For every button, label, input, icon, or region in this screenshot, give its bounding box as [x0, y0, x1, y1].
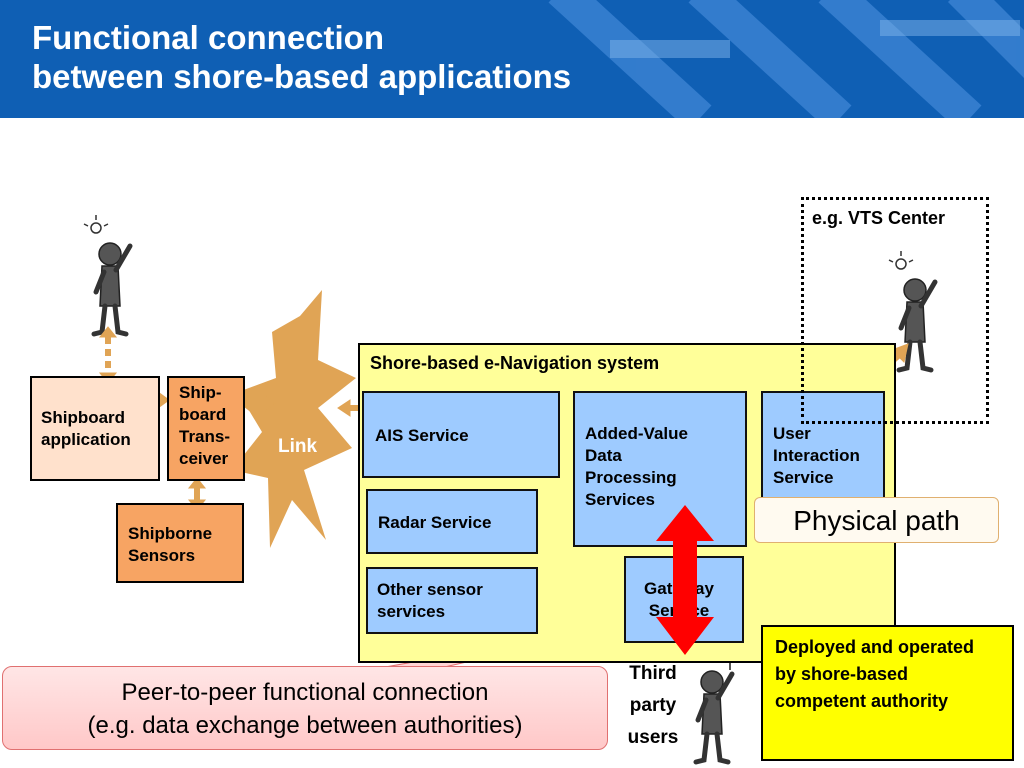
vts-center-frame [801, 197, 989, 424]
ship-user-figure [84, 215, 130, 334]
deployed-callout: Deployed and operated by shore-based com… [761, 625, 1014, 761]
user-interaction-service-box: User Interaction Service [761, 391, 885, 517]
shore-system-title: Shore-based e-Navigation system [370, 353, 660, 373]
link-starburst [232, 290, 356, 548]
page-title: Functional connection between shore-base… [32, 18, 571, 96]
title-line-2: between shore-based applications [32, 58, 572, 95]
title-banner: Functional connection between shore-base… [0, 0, 1024, 118]
physical-path-callout: Physical path [754, 497, 999, 543]
transceiver-label: Ship-board Trans-ceiver [179, 383, 231, 468]
shipborne-sensors-box: Shipborne Sensors [116, 503, 244, 583]
ais-service-box: AIS Service [362, 391, 560, 478]
added-value-services-box: Added-Value Data Processing Services [573, 391, 747, 547]
peer-callout-line-1: Peer-to-peer functional connection [121, 679, 489, 706]
added-value-services-label: Added-Value Data Processing Services [585, 424, 688, 509]
user-interaction-service-label: User Interaction Service [773, 424, 860, 487]
shipboard-application-label: Shipboard application [41, 408, 131, 449]
ais-service-label: AIS Service [375, 426, 469, 445]
other-sensor-services-box: Other sensor services [366, 567, 538, 634]
shipboard-application-box: Shipboard application [30, 376, 160, 481]
banner-decoration [548, 0, 1024, 118]
radar-service-label: Radar Service [378, 513, 492, 532]
other-sensor-services-label: Other sensor services [377, 580, 483, 621]
vts-center-label: e.g. VTS Center [812, 208, 946, 228]
peer-connection-callout: Peer-to-peer functional connection (e.g.… [2, 666, 608, 750]
peer-callout-line-2: (e.g. data exchange between authorities) [87, 712, 523, 739]
link-label: Link [278, 436, 318, 457]
transceiver-box: Ship-board Trans-ceiver [167, 376, 245, 481]
physical-path-arrow [656, 505, 714, 655]
title-line-1: Functional connection [32, 19, 384, 56]
third-party-users-label: Third party users [627, 663, 679, 748]
radar-service-box: Radar Service [366, 489, 538, 554]
shipborne-sensors-label: Shipborne Sensors [128, 524, 213, 565]
